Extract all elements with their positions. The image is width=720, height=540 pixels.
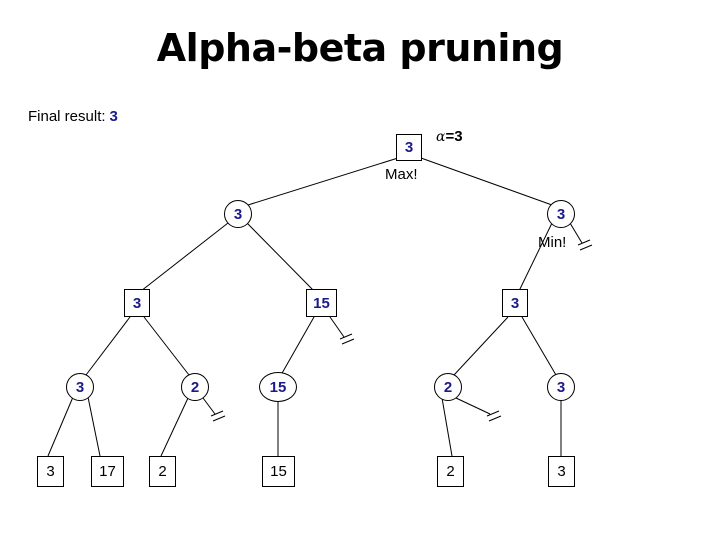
- node-value: 3: [404, 139, 414, 156]
- edge-l4a-left: [47, 396, 74, 457]
- edge-l4d-left: [441, 397, 453, 457]
- page-title: Alpha-beta pruning: [156, 26, 564, 70]
- leaf-node-4[interactable]: 15: [262, 456, 295, 487]
- node-l3-a[interactable]: 3: [124, 289, 150, 317]
- node-l3-c[interactable]: 3: [502, 289, 528, 317]
- node-root[interactable]: 3: [396, 134, 422, 161]
- edge-l3c-right: [521, 316, 557, 376]
- prune-mark-l2b: [577, 239, 591, 246]
- node-value: 15: [270, 463, 287, 480]
- leaf-node-6[interactable]: 3: [548, 456, 575, 487]
- edge-l4b-pruned: [202, 397, 216, 415]
- node-value: 3: [510, 294, 520, 312]
- min-label: Min!: [538, 234, 567, 251]
- node-value: 3: [75, 378, 85, 396]
- prune-mark-l2b-2: [579, 244, 593, 251]
- final-result-text: Final result:: [28, 108, 106, 125]
- edge-l4b-left: [160, 397, 189, 457]
- node-l4-c[interactable]: 15: [259, 372, 297, 402]
- node-value: 2: [443, 378, 453, 396]
- prune-mark-l4d: [486, 410, 500, 417]
- edge-root-right: [420, 157, 553, 206]
- node-l4-d[interactable]: 2: [434, 373, 462, 401]
- node-value: 3: [233, 205, 243, 223]
- alpha-symbol: α: [436, 129, 446, 145]
- edge-l4d-pruned: [455, 397, 491, 415]
- edge-l3a-left: [85, 316, 131, 376]
- node-value: 15: [269, 378, 287, 396]
- edge-l2b-left: [518, 222, 553, 292]
- alpha-equation: =3: [445, 128, 463, 145]
- node-l4-a[interactable]: 3: [66, 373, 94, 401]
- leaf-node-3[interactable]: 2: [149, 456, 176, 487]
- leaf-node-2[interactable]: 17: [91, 456, 124, 487]
- max-label: Max!: [385, 166, 418, 183]
- edge-root-left: [247, 157, 399, 206]
- leaf-node-1[interactable]: 3: [37, 456, 64, 487]
- node-l4-b[interactable]: 2: [181, 373, 209, 401]
- edge-l3a-right: [143, 316, 190, 376]
- node-l2-right[interactable]: 3: [547, 200, 575, 228]
- edge-l3b-pruned: [329, 316, 345, 338]
- node-value: 15: [313, 294, 330, 312]
- leaf-node-5[interactable]: 2: [437, 456, 464, 487]
- final-result-label: Final result:3: [28, 108, 118, 125]
- edge-l4a-right: [87, 396, 101, 457]
- node-value: 2: [190, 378, 200, 396]
- node-l2-left[interactable]: 3: [224, 200, 252, 228]
- edge-l2a-right: [246, 222, 315, 292]
- node-value: 3: [132, 294, 142, 312]
- edge-l2a-left: [140, 222, 229, 292]
- node-value: 2: [446, 463, 455, 480]
- final-result-value: 3: [109, 108, 118, 125]
- node-l3-b[interactable]: 15: [306, 289, 337, 317]
- node-l4-e[interactable]: 3: [547, 373, 575, 401]
- node-value: 17: [99, 463, 116, 480]
- alpha-annotation: α=3: [436, 128, 463, 145]
- prune-mark-l3b-2: [341, 338, 355, 345]
- edge-l3c-left: [453, 316, 509, 376]
- prune-mark-l4b-2: [212, 415, 226, 422]
- edge-l2b-pruned: [569, 222, 583, 244]
- node-value: 3: [556, 378, 566, 396]
- node-value: 3: [557, 463, 566, 480]
- prune-mark-l4b: [210, 410, 224, 417]
- node-value: 2: [158, 463, 167, 480]
- node-value: 3: [46, 463, 55, 480]
- edge-l3b-left: [280, 316, 315, 376]
- prune-mark-l4d-2: [488, 415, 502, 422]
- prune-mark-l3b: [339, 333, 353, 340]
- node-value: 3: [556, 205, 566, 223]
